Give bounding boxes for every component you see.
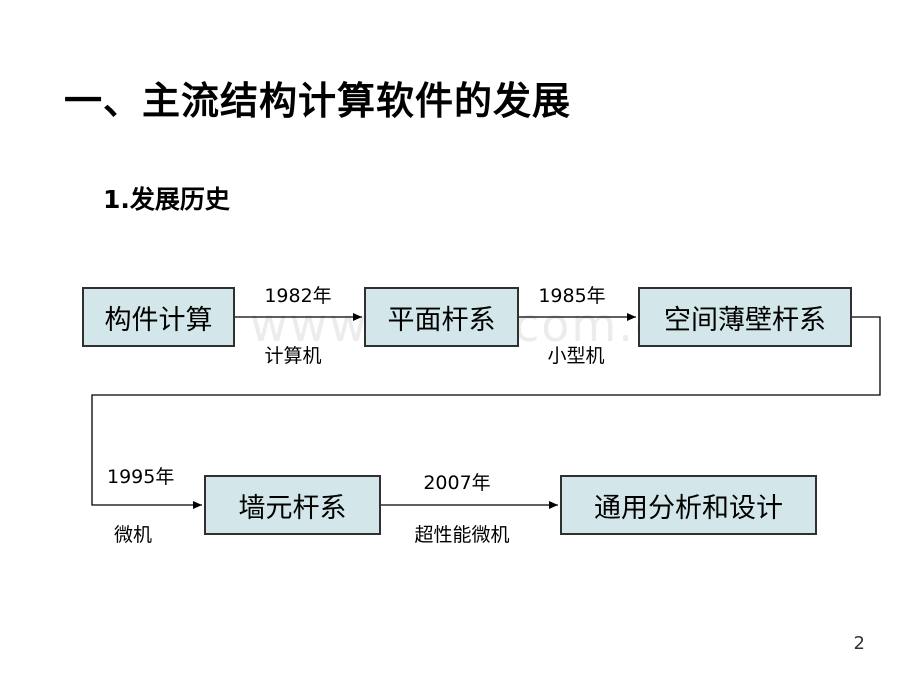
section-title: 1.发展历史 xyxy=(103,185,230,214)
transition-platform-1: 计算机 xyxy=(264,345,322,367)
flow-node-general-analysis-design: 通用分析和设计 xyxy=(560,475,817,535)
page-number: 2 xyxy=(853,633,865,654)
arrow-3-to-4 xyxy=(91,316,881,509)
transition-platform-2: 小型机 xyxy=(547,345,605,367)
transition-platform-4: 超性能微机 xyxy=(414,524,510,546)
slide-title: 一、主流结构计算软件的发展 xyxy=(64,79,572,123)
flow-node-wall-element-frame: 墙元杆系 xyxy=(204,475,381,535)
flow-node-spatial-thin-wall-frame: 空间薄壁杆系 xyxy=(638,287,852,347)
transition-year-1: 1982年 xyxy=(264,285,332,307)
transition-year-2: 1985年 xyxy=(538,285,606,307)
transition-year-3: 1995年 xyxy=(107,466,175,488)
flow-node-planar-frame: 平面杆系 xyxy=(364,287,519,347)
transition-year-4: 2007年 xyxy=(423,472,491,494)
transition-platform-3: 微机 xyxy=(114,524,153,546)
flow-node-component-calc: 构件计算 xyxy=(82,287,235,347)
